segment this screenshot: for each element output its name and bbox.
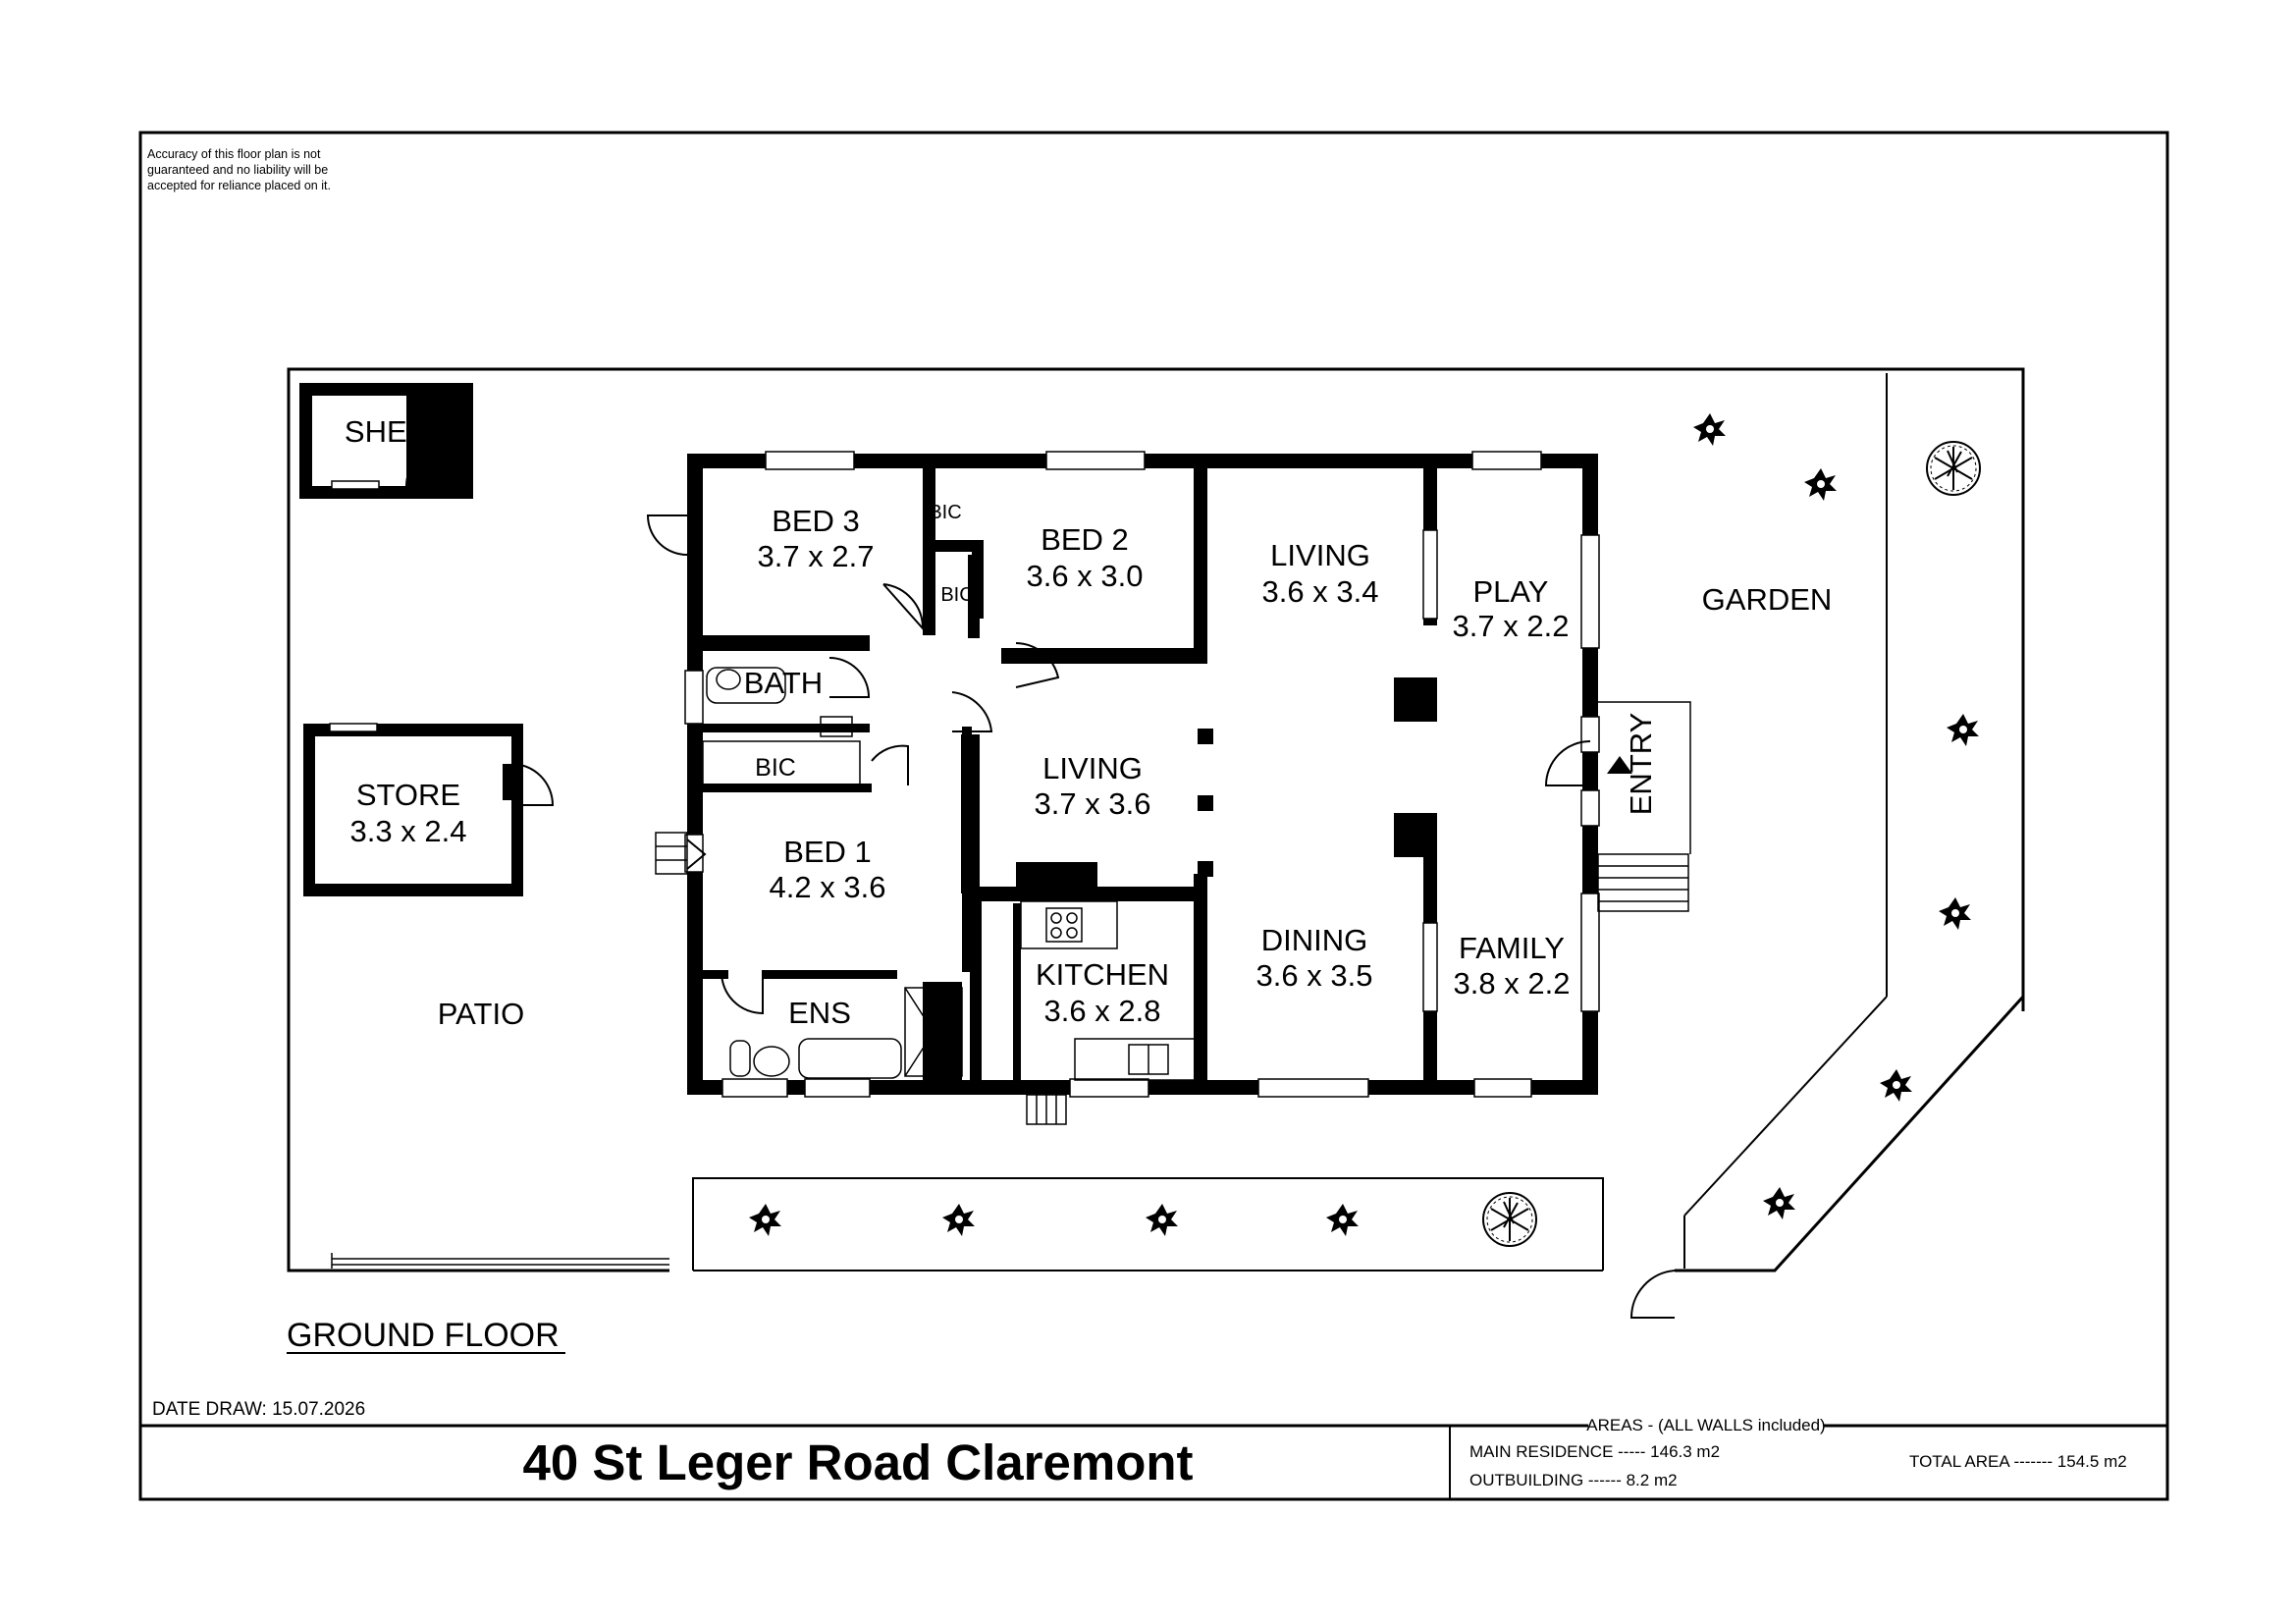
disclaimer-line: accepted for reliance placed on it.: [147, 179, 331, 192]
toilet-icon: [716, 669, 741, 690]
lot-boundary: [287, 367, 2025, 1319]
disclaimer-line: guaranteed and no liability will be: [147, 163, 328, 177]
room-name: PATIO: [438, 997, 524, 1031]
floor-label: GROUND FLOOR: [287, 1317, 560, 1354]
room-name: ENTRY: [1624, 713, 1658, 816]
room-name: BED 1: [783, 835, 872, 869]
room-name: KITCHEN: [1036, 957, 1169, 992]
cooktop-icon: [1045, 907, 1083, 943]
room-size: 3.7 x 3.6: [1035, 786, 1151, 821]
shrub-icon: [1804, 468, 1837, 501]
shrub-icon: [1763, 1187, 1795, 1219]
room-name: FAMILY: [1459, 931, 1565, 965]
shrub-icon: [1326, 1204, 1359, 1236]
room-labels: PATIO BED 3 3.7 x 2.7 BIC BIC BED 2 3.6 …: [438, 502, 1833, 1031]
room-size: 3.7 x 2.7: [758, 539, 875, 573]
room-name: GARDEN: [1702, 582, 1833, 617]
shrub-icon: [1880, 1069, 1912, 1102]
room-name: PLAY: [1473, 574, 1549, 609]
bathtub-icon: [706, 667, 786, 704]
shower-icon: [904, 987, 963, 1077]
room-size: 3.7 x 2.2: [1453, 609, 1570, 643]
room-name: STORE: [356, 778, 460, 812]
room-name: LIVING: [1270, 538, 1370, 572]
areas-heading: AREAS - (ALL WALLS included): [1586, 1416, 1825, 1434]
bathtub-icon: [798, 1038, 902, 1079]
room-name: BIC: [929, 502, 961, 523]
disclaimer: Accuracy of this floor plan is not guara…: [147, 147, 331, 192]
room-name: LIVING: [1042, 751, 1143, 785]
room-size: 3.6 x 2.8: [1044, 994, 1161, 1028]
room-size: 3.3 x 2.4: [350, 814, 467, 848]
room-size: 3.6 x 3.5: [1256, 958, 1373, 993]
room-name: ENS: [788, 996, 851, 1030]
shrub-icon: [1939, 897, 1971, 930]
date-drawn: DATE DRAW: 15.07.2026: [152, 1399, 365, 1420]
outbuilding-area: OUTBUILDING ------ 8.2 m2: [1469, 1471, 1678, 1489]
toilet-icon: [729, 1040, 751, 1077]
room-name: BATH: [744, 666, 823, 700]
basin-icon: [820, 716, 853, 737]
tree-icon: [1482, 1192, 1537, 1247]
entry-arrow-icon: [1607, 756, 1632, 774]
shrub-icon: [749, 1204, 781, 1236]
shrub-icon: [942, 1204, 975, 1236]
basin-icon: [753, 1046, 790, 1077]
total-area: TOTAL AREA ------- 154.5 m2: [1909, 1452, 2127, 1471]
door-swings: [646, 514, 1591, 1015]
store: STORE 3.3 x 2.4: [303, 723, 555, 896]
address-title: 40 St Leger Road Claremont: [523, 1434, 1194, 1490]
room-size: 4.2 x 3.6: [770, 870, 886, 904]
main-residence-area: MAIN RESIDENCE ----- 146.3 m2: [1469, 1442, 1720, 1461]
shrub-icon: [1693, 413, 1726, 446]
room-size: 3.6 x 3.0: [1027, 559, 1144, 593]
room-name: BIC: [755, 754, 796, 782]
fixtures: [702, 667, 1196, 1081]
shed: SHED: [299, 383, 473, 499]
room-name: BED 2: [1041, 522, 1129, 557]
disclaimer-line: Accuracy of this floor plan is not: [147, 147, 321, 161]
shrub-icon: [1146, 1204, 1178, 1236]
room-size: 3.8 x 2.2: [1454, 966, 1571, 1001]
tree-icon: [1926, 441, 1981, 496]
room-name: BED 3: [772, 504, 860, 538]
steps: [655, 701, 1691, 1125]
room-name: SHED: [345, 414, 429, 449]
room-name: DINING: [1261, 923, 1368, 957]
bic-closet: [702, 740, 861, 785]
title-block: 40 St Leger Road Claremont AREAS - (ALL …: [140, 1414, 2167, 1499]
room-size: 3.6 x 3.4: [1262, 574, 1379, 609]
windows: [684, 451, 1600, 1098]
room-name: BIC: [940, 584, 973, 606]
shrub-icon: [1947, 714, 1979, 746]
